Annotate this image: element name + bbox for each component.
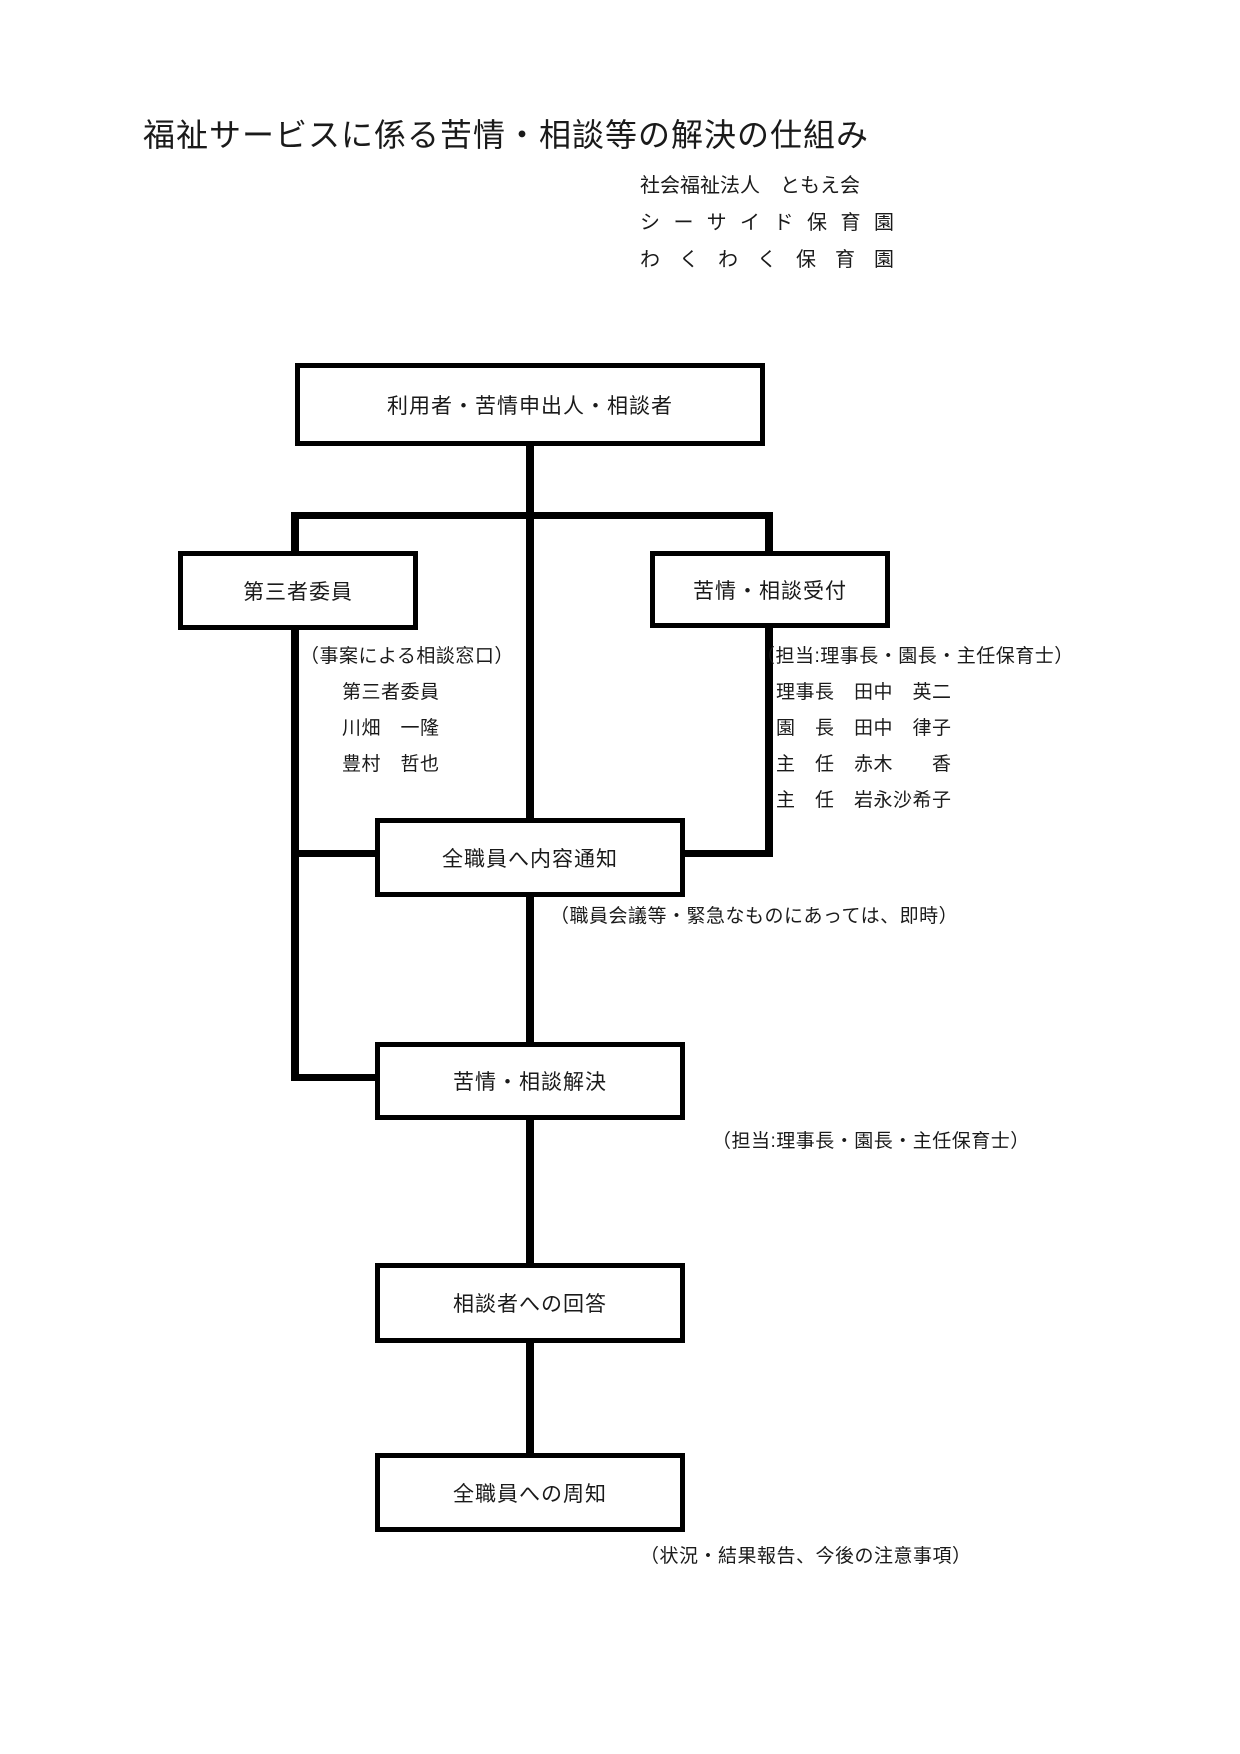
reception-staff-row: 主 任 赤木 香 xyxy=(776,754,952,775)
flow-box-third-party: 第三者委員 xyxy=(178,551,418,630)
flow-box-reception: 苦情・相談受付 xyxy=(650,551,890,628)
connector-left-to-resolve xyxy=(291,1074,381,1081)
connector-reply-to-inform xyxy=(526,1341,534,1456)
note-resolve: （担当:理事長・園長・主任保育士） xyxy=(712,1131,1030,1152)
flow-box-reply-label: 相談者への回答 xyxy=(453,1293,607,1316)
note-third-party: （事案による相談窓口） xyxy=(300,646,514,667)
flow-box-reception-label: 苦情・相談受付 xyxy=(693,579,847,603)
flow-box-user: 利用者・苦情申出人・相談者 xyxy=(295,363,765,446)
reception-staff-row: 理事長 田中 英二 xyxy=(776,682,952,703)
organization-corporate-name: 社会福祉法人 ともえ会 xyxy=(640,175,860,197)
flow-box-resolve: 苦情・相談解決 xyxy=(375,1042,685,1120)
connector-left-vertical xyxy=(291,512,299,1081)
page-title: 福祉サービスに係る苦情・相談等の解決の仕組み xyxy=(143,117,870,153)
connector-user-down xyxy=(526,444,534,820)
connector-split-horizontal xyxy=(291,512,773,519)
third-party-member-row: 豊村 哲也 xyxy=(342,754,440,775)
connector-resolve-to-reply xyxy=(526,1118,534,1266)
organization-block: 社会福祉法人 ともえ会 シーサイド保育園 わくわく保育園 xyxy=(640,168,894,279)
third-party-member-row: 川畑 一隆 xyxy=(342,718,440,739)
reception-staff-row: 園 長 田中 律子 xyxy=(776,718,952,739)
flow-box-inform: 全職員への周知 xyxy=(375,1453,685,1532)
connector-notify-to-resolve xyxy=(526,895,534,1045)
flow-box-reply: 相談者への回答 xyxy=(375,1263,685,1343)
connector-left-to-notify xyxy=(291,850,381,857)
connector-notify-to-right xyxy=(679,850,773,857)
flow-box-inform-label: 全職員への周知 xyxy=(453,1482,607,1506)
organization-facility-2: わくわく保育園 xyxy=(640,249,894,271)
organization-facility-1: シーサイド保育園 xyxy=(640,212,894,234)
flow-box-user-label: 利用者・苦情申出人・相談者 xyxy=(387,394,673,418)
flow-box-notify: 全職員へ内容通知 xyxy=(375,818,685,897)
note-reception: （担当:理事長・園長・主任保育士） xyxy=(756,646,1074,667)
connector-right-vertical xyxy=(765,512,773,857)
note-notify: （職員会議等・緊急なものにあっては、即時） xyxy=(550,906,959,927)
flow-box-notify-label: 全職員へ内容通知 xyxy=(442,847,618,871)
third-party-member-row: 第三者委員 xyxy=(342,682,440,703)
flow-box-third-party-label: 第三者委員 xyxy=(243,580,353,604)
note-inform: （状況・結果報告、今後の注意事項） xyxy=(640,1546,972,1567)
reception-staff-row: 主 任 岩永沙希子 xyxy=(776,790,952,811)
flow-box-resolve-label: 苦情・相談解決 xyxy=(453,1071,607,1094)
